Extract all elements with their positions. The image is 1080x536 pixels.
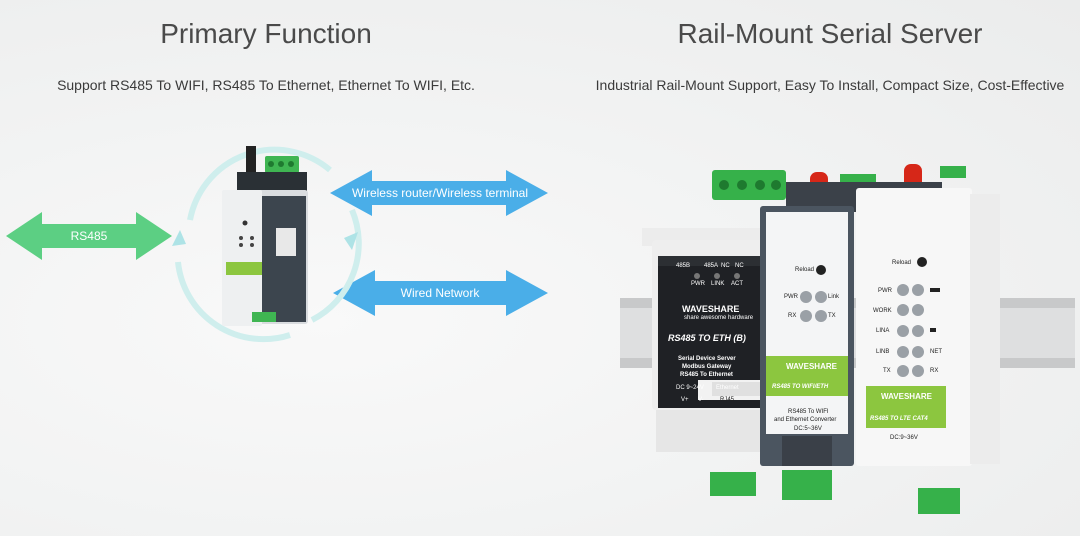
primary-function-title: Primary Function [160, 18, 372, 49]
eth-brand: WAVESHARE [682, 304, 740, 314]
eth-terminal-label: NC [735, 263, 744, 269]
eth-terminal-label: NC [721, 263, 730, 269]
lte-led-label: PWR [878, 288, 892, 294]
eth-power-pin: V- [698, 397, 704, 403]
eth-desc-line: Modbus Gateway [682, 364, 732, 370]
wireless-arrow [330, 170, 548, 216]
function-diagram [6, 146, 548, 343]
rail-mount-title: Rail-Mount Serial Server [677, 18, 983, 49]
eth-rj45-label: RJ45 [720, 397, 735, 403]
eth-desc-line: RS485 To Ethernet [680, 372, 733, 378]
lte-led-label: LINB [876, 349, 890, 355]
eth-led-label: PWR [691, 281, 705, 287]
wired-network-label: Wired Network [400, 286, 480, 300]
eth-dc-rating: DC 9~24V [676, 385, 704, 391]
rs485-arrow [6, 212, 172, 260]
lte-led-label: TX [883, 368, 891, 374]
lte-led-label: WORK [873, 308, 892, 314]
eth-model: RS485 TO ETH (B) [668, 333, 746, 343]
lte-reload-label: Reload [892, 260, 912, 266]
lte-led-label: LINA [876, 328, 890, 334]
eth-terminal-label: 485A [704, 263, 719, 269]
lte-led-label: NET [930, 349, 942, 355]
primary-function-subtitle: Support RS485 To WIFI, RS485 To Ethernet… [57, 77, 475, 93]
wired-network-arrow [333, 270, 548, 316]
wifi-desc-line: and Ethernet Converter [774, 417, 837, 423]
eth-desc-line: Serial Device Server [678, 356, 736, 362]
rs485-label: RS485 [70, 229, 108, 243]
lte-dc-rating: DC:9~36V [890, 435, 918, 441]
wifi-led-label: RX [788, 313, 797, 319]
eth-terminal-block [712, 170, 786, 200]
wifi-desc-line: RS485 To WIFI [788, 409, 829, 415]
wifi-reload-label: Reload [795, 267, 815, 273]
rail-mount-devices [620, 164, 1075, 514]
lte-brand: WAVESHARE [881, 392, 932, 401]
wifi-dc-rating: DC:5~36V [794, 426, 822, 432]
wifi-led-label: Link [828, 294, 840, 300]
eth-terminal-label: 485B [676, 263, 691, 269]
wifi-brand: WAVESHARE [786, 362, 837, 371]
wifi-model: RS485 TO WIFI/ETH [772, 384, 829, 390]
lte-led-label: RX [930, 368, 939, 374]
wifi-led-label: PWR [784, 294, 798, 300]
eth-ethernet-label: Ethernet [716, 385, 739, 391]
eth-tagline: share awesome hardware [684, 315, 754, 321]
wifi-led-label: TX [828, 313, 836, 319]
lte-model: RS485 TO LTE CAT4 [870, 416, 928, 422]
eth-power-pin: V+ [681, 397, 689, 403]
din-device-small [222, 146, 308, 326]
rail-mount-subtitle: Industrial Rail-Mount Support, Easy To I… [595, 77, 1065, 93]
wireless-label: Wireless router/Wireless terminal [351, 186, 529, 200]
cycle-ring-icon [175, 146, 362, 343]
eth-led-label: LINK [711, 281, 725, 287]
eth-led-label: ACT [731, 281, 743, 287]
